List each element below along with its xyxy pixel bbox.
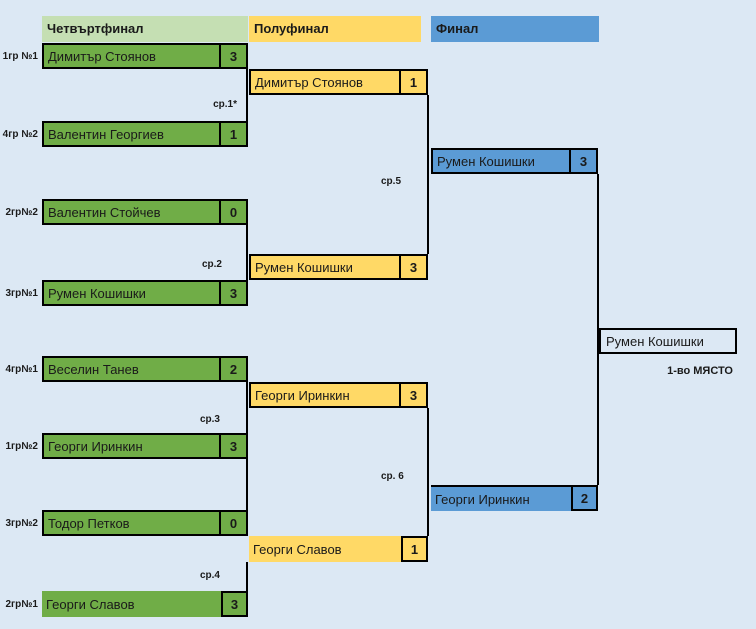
sf1-player1-box: Димитър Стоянов 1 [249,69,428,95]
match-label-6: ср. 6 [381,471,404,482]
header-quarterfinal: Четвъртфинал [42,16,248,42]
seed-label-1: 1гр №1 [2,51,38,62]
connector-qf2 [246,225,248,280]
qf1-player1-score: 3 [219,45,246,67]
qf2-player1-box: Валентин Стойчев 0 [42,199,248,225]
qf1-player1-name: Димитър Стоянов [48,48,156,64]
header-final: Финал [431,16,599,42]
qf3-player2-name: Георги Иринкин [48,438,143,454]
seed-label-2: 4гр №2 [2,129,38,140]
first-place-label: 1-во МЯСТО [667,365,733,377]
qf4-player2-name: Георги Славов [46,596,135,612]
connector-final [597,174,599,485]
qf3-player1-name: Веселин Танев [48,361,139,377]
qf2-player2-score: 3 [219,282,246,304]
qf3-player1-box: Веселин Танев 2 [42,356,248,382]
seed-label-4: 3гр№1 [5,288,38,299]
match-label-3: ср.3 [199,414,220,425]
connector-sf1 [427,95,429,254]
seed-label-6: 1гр№2 [5,441,38,452]
qf1-player2-score: 1 [219,123,246,145]
qf3-player1-score: 2 [219,358,246,380]
qf3-player2-score: 3 [219,435,246,457]
connector-qf1 [246,69,248,121]
match-label-4: ср.4 [199,570,220,581]
header-semifinal: Полуфинал [249,16,421,42]
sf2-player1-box: Георги Иринкин 3 [249,382,428,408]
sf2-player2-box: Георги Славов 1 [249,536,428,562]
winner-box: Румен Кошишки [599,328,737,354]
match-label-2: ср.2 [201,259,222,270]
seed-label-5: 4гр№1 [5,364,38,375]
sf1-player1-name: Димитър Стоянов [255,74,363,90]
sf1-player1-score: 1 [399,71,426,93]
seed-label-8: 2гр№1 [5,599,38,610]
connector-qf4 [246,562,248,593]
connector-qf3 [246,382,248,433]
winner-name: Румен Кошишки [606,333,704,349]
final-player2-name: Георги Иринкин [431,485,571,511]
match-label-5: ср.5 [381,176,402,187]
seed-label-7: 3гр№2 [5,518,38,529]
qf2-player1-score: 0 [219,201,246,223]
qf2-player1-name: Валентин Стойчев [48,204,161,220]
qf4-player1-box: Тодор Петков 0 [42,510,248,536]
qf1-player2-name: Валентин Георгиев [48,126,164,142]
sf2-player1-score: 3 [399,384,426,406]
qf1-player1-box: Димитър Стоянов 3 [42,43,248,69]
connector-qf3-qf4 [246,459,248,510]
match-label-1: ср.1* [213,99,237,110]
connector-sf2 [427,408,429,536]
sf1-player2-score: 3 [399,256,426,278]
sf1-player2-box: Румен Кошишки 3 [249,254,428,280]
qf3-player2-box: Георги Иринкин 3 [42,433,248,459]
qf4-player1-name: Тодор Петков [48,515,130,531]
sf2-player2-name: Георги Славов [253,541,342,557]
sf2-player1-name: Георги Иринкин [255,387,350,403]
qf4-player1-score: 0 [219,512,246,534]
qf2-player2-name: Румен Кошишки [48,285,146,301]
sf1-player2-name: Румен Кошишки [255,259,353,275]
final-player2-score: 2 [571,485,598,511]
final-player1-box: Румен Кошишки 3 [431,148,598,174]
final-player1-name: Румен Кошишки [437,153,535,169]
qf4-player2-score: 3 [221,591,248,617]
qf4-player2-box: Георги Славов 3 [42,591,248,617]
final-player1-score: 3 [569,150,596,172]
sf2-player2-score: 1 [401,536,428,562]
final-player2-box: Георги Иринкин 2 [431,485,598,511]
qf1-player2-box: Валентин Георгиев 1 [42,121,248,147]
seed-label-3: 2гр№2 [5,207,38,218]
qf2-player2-box: Румен Кошишки 3 [42,280,248,306]
